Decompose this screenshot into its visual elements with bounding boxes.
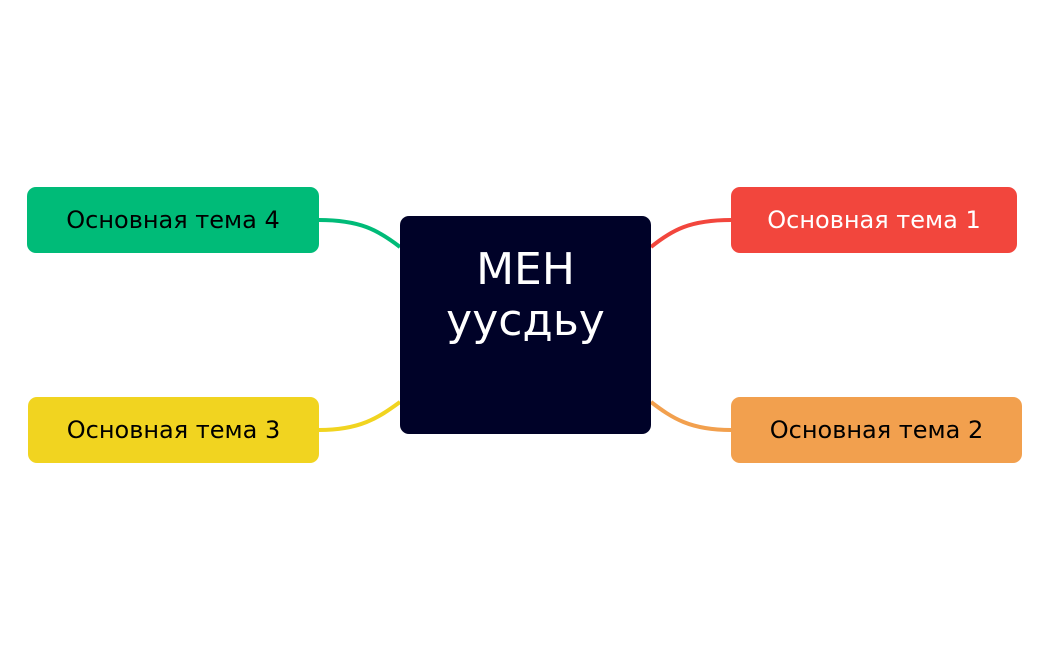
main-topic-4[interactable]: Основная тема 4 — [27, 187, 319, 253]
connector-topic-2 — [649, 400, 732, 432]
central-topic-line-2: уусдьу — [446, 295, 605, 346]
main-topic-4-label: Основная тема 4 — [66, 206, 280, 234]
connector-topic-1 — [649, 218, 732, 249]
central-topic[interactable]: МЕН уусдьу — [400, 216, 651, 434]
main-topic-2-label: Основная тема 2 — [769, 416, 984, 444]
central-topic-line-1: МЕН — [476, 244, 575, 295]
main-topic-3-label: Основная тема 3 — [66, 416, 281, 444]
main-topic-3[interactable]: Основная тема 3 — [28, 397, 319, 463]
main-topic-1-label: Основная тема 1 — [767, 206, 981, 234]
main-topic-2[interactable]: Основная тема 2 — [731, 397, 1022, 463]
connector-topic-4 — [318, 218, 402, 249]
connector-topic-3 — [318, 400, 402, 432]
main-topic-1[interactable]: Основная тема 1 — [731, 187, 1017, 253]
